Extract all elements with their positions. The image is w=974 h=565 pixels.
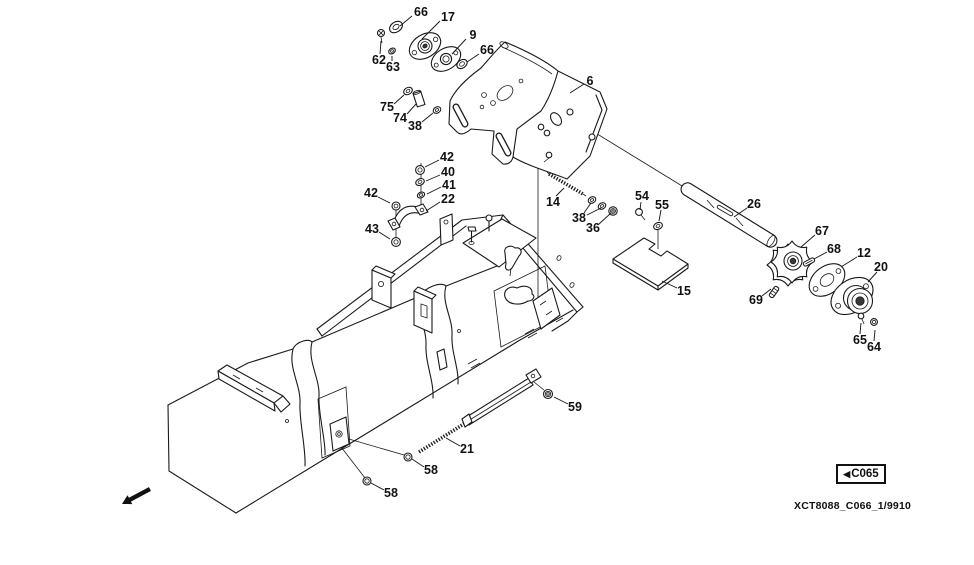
doc-ref-label: XCT8088_C066_1/9910: [794, 500, 912, 512]
callout-leader-38: [583, 202, 592, 214]
callout-leader-22: [425, 201, 441, 212]
callout-leader-41: [426, 186, 442, 195]
callout-leader-69: [761, 288, 772, 297]
callout-label-66: 66: [480, 43, 494, 57]
callout-leader-54: [639, 201, 642, 211]
callout-label-62: 62: [372, 53, 386, 67]
callout-label-58: 58: [384, 486, 398, 500]
callout-label-17: 17: [441, 10, 455, 24]
callout-label-15: 15: [677, 284, 691, 298]
flange-17: [408, 32, 442, 60]
callout-label-59: 59: [568, 400, 582, 414]
callout-label-55: 55: [655, 198, 669, 212]
callout-leader-12: [840, 256, 858, 268]
callout-leader-75: [393, 94, 405, 105]
spacer-hardware: [403, 86, 442, 114]
rod-14-hardware: [546, 171, 618, 216]
spacer-74: [412, 89, 426, 108]
callout-label-69: 69: [749, 293, 763, 307]
callout-label-20: 20: [874, 260, 888, 274]
frame-rail: [217, 364, 291, 413]
strap-22: [387, 203, 429, 231]
callout-label-38: 38: [572, 211, 586, 225]
pin-69: [768, 285, 780, 299]
callout-label-14: 14: [546, 195, 560, 209]
callout-label-75: 75: [380, 100, 394, 114]
callout-label-42: 42: [364, 186, 378, 200]
page-code-label: C065: [851, 468, 879, 480]
frame-brace-strip: [532, 287, 561, 330]
callout-leader-42: [424, 159, 440, 168]
callout-leader-20: [867, 271, 878, 283]
callout-leader-58: [370, 482, 385, 491]
callout-leader-17: [421, 20, 441, 40]
callout-label-26: 26: [747, 197, 761, 211]
direction-arrow-icon: [122, 487, 151, 505]
callout-label-41: 41: [442, 178, 456, 192]
page-code-box[interactable]: ◀ C065: [836, 464, 886, 484]
callout-leader-15: [661, 280, 678, 289]
callout-leader-6: [569, 83, 585, 94]
strap-hardware: [387, 165, 429, 247]
callout-leader-9: [451, 38, 467, 55]
callout-leader-59: [553, 396, 569, 405]
callout-leader-66: [466, 53, 480, 63]
flange-gasket-12: [808, 263, 846, 297]
callout-label-36: 36: [586, 221, 600, 235]
callout-leader-26: [733, 207, 748, 218]
bracket-6: [448, 41, 608, 180]
callout-leader-68: [813, 251, 828, 260]
callout-label-66: 66: [414, 5, 428, 19]
callout-label-43: 43: [365, 222, 379, 236]
callout-label-64: 64: [867, 340, 881, 354]
callout-label-67: 67: [815, 224, 829, 238]
turnbuckle-21-hardware: [362, 368, 554, 486]
callout-leader-21: [445, 437, 461, 447]
callout-label-63: 63: [386, 60, 400, 74]
frame-mount-plate: [329, 416, 350, 452]
callout-leader-40: [425, 174, 441, 182]
callout-label-9: 9: [470, 28, 477, 42]
callout-label-65: 65: [853, 333, 867, 347]
bearing-20: [830, 276, 874, 316]
prev-page-arrow-icon: ◀: [843, 468, 851, 479]
callout-leader-65: [859, 322, 862, 335]
callout-label-68: 68: [827, 242, 841, 256]
callout-label-40: 40: [441, 165, 455, 179]
callout-label-6: 6: [587, 74, 594, 88]
callout-label-12: 12: [857, 246, 871, 260]
callout-leader-62: [379, 40, 382, 55]
callout-leader-36: [598, 212, 612, 225]
callout-label-58: 58: [424, 463, 438, 477]
callout-leader-38: [421, 112, 434, 123]
callout-leader-38: [586, 207, 602, 216]
callout-label-54: 54: [635, 189, 649, 203]
callout-leader-67: [800, 234, 816, 248]
shaft-assembly: [680, 182, 878, 326]
callout-leader-66: [399, 15, 413, 27]
plate-15-hardware: [612, 208, 689, 291]
sprocket-67: [766, 240, 814, 287]
callout-leader-43: [378, 231, 391, 240]
callout-label-74: 74: [393, 111, 407, 125]
callout-leader-58: [411, 458, 425, 468]
callout-leader-55: [658, 209, 662, 222]
frame-tab-bracket: [371, 265, 396, 309]
callout-label-42: 42: [440, 150, 454, 164]
frame-assembly: [167, 213, 584, 514]
frame-deck-plate: [439, 213, 537, 277]
callout-leader-42: [377, 196, 391, 204]
callout-leader-74: [406, 103, 417, 115]
callout-leader-14: [555, 187, 565, 197]
callout-label-38: 38: [408, 119, 422, 133]
callout-label-21: 21: [460, 442, 474, 456]
callout-leader-64: [873, 329, 876, 342]
callout-label-22: 22: [441, 192, 455, 206]
frame-tab-bracket: [413, 286, 437, 334]
